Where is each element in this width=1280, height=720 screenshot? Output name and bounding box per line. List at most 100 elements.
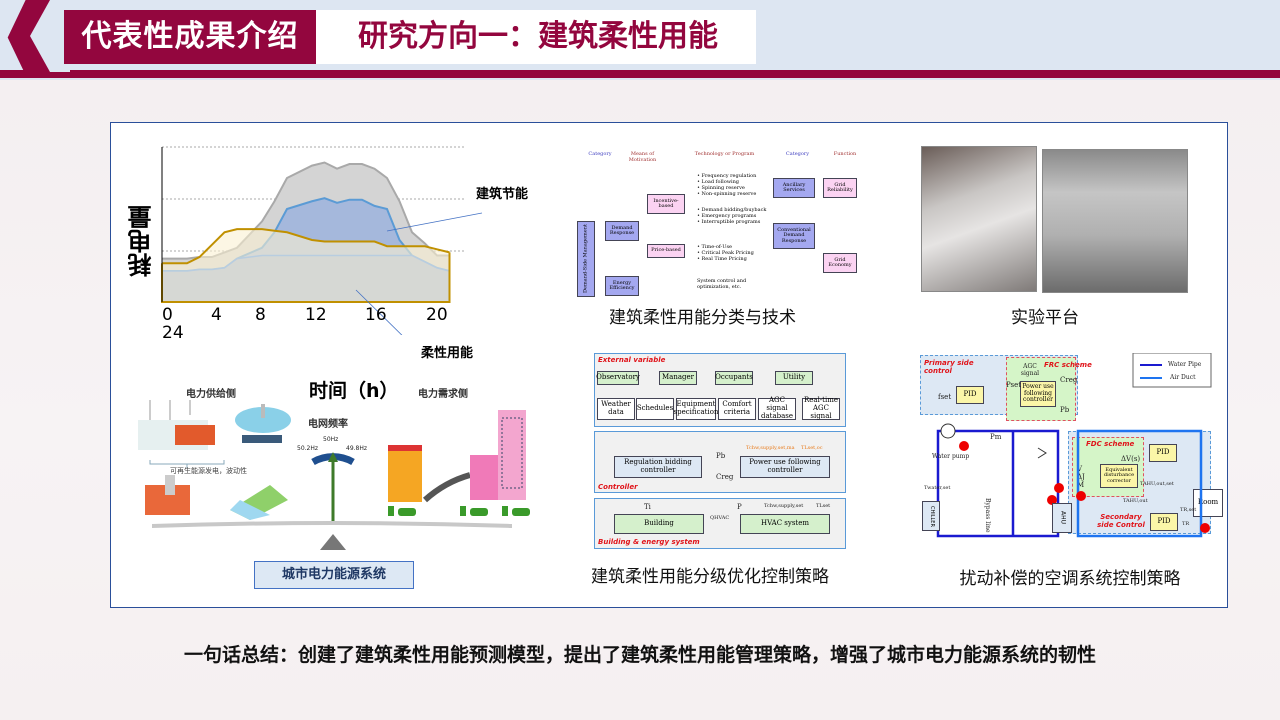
symbol-creg: Creg xyxy=(716,473,734,481)
tech-item: • Time-of-Use xyxy=(697,244,732,250)
urban-energy-system-label: 城市电力能源系统 xyxy=(254,561,414,589)
freq-left: 50.2Hz xyxy=(297,445,319,452)
symbol-tahu: TAHU,out xyxy=(1123,498,1148,504)
secondary-label: Secondary side Control xyxy=(1097,513,1145,529)
symbol-trset: TR,set xyxy=(1180,507,1197,513)
x-axis-label: 时间（h） xyxy=(309,380,399,402)
dsm-header: Function xyxy=(833,151,857,157)
x-tick: 0 xyxy=(162,305,173,325)
source-box: Occupants xyxy=(715,371,753,385)
legend-box xyxy=(1132,353,1212,388)
grid-reliability-box: Grid Reliability xyxy=(823,178,857,198)
hvac-power-controller: Power use following controller xyxy=(1020,381,1056,407)
tech-item: • Spinning reserve xyxy=(697,185,745,191)
header-band xyxy=(0,70,1280,78)
renewable-note: 可再生能源发电，波动性 xyxy=(170,467,247,475)
x-tick: 12 xyxy=(305,305,327,325)
controller-label: Controller xyxy=(598,483,638,491)
symbol-pset: Pset xyxy=(1006,381,1022,389)
hydro-plant-icon xyxy=(230,485,288,520)
source-box: Manager xyxy=(659,371,697,385)
legend-water: Water Pipe xyxy=(1168,361,1202,368)
symbol-tchw-ma: Tchw,supply,set,ma xyxy=(746,445,795,451)
annotation-saving: 建筑节能 xyxy=(476,187,529,202)
regulation-bidding-controller: Regulation bidding controller xyxy=(614,456,702,478)
freq-right: 49.8Hz xyxy=(346,445,368,452)
tech-item: System control and xyxy=(697,278,747,284)
x-tick: 16 xyxy=(365,305,387,325)
dsm-header: Category xyxy=(588,151,612,157)
symbol-p: P xyxy=(737,503,742,511)
sensor-p-icon xyxy=(959,441,969,451)
solar-plant-icon xyxy=(235,404,291,443)
input-box: Real-time AGC signal xyxy=(802,396,840,420)
symbol-pb: Pb xyxy=(716,452,726,460)
external-label: External variable xyxy=(598,356,666,364)
freq-center: 50Hz xyxy=(323,436,339,443)
base-load-area xyxy=(162,255,450,302)
tech-item: • Frequency regulation xyxy=(697,173,757,179)
tech-item: optimization, etc. xyxy=(697,284,742,290)
pid-primary: PID xyxy=(956,386,984,404)
symbol-tlset-oc: TLset,oc xyxy=(801,445,823,451)
building-box: Building xyxy=(614,514,704,534)
tech-item: • Real Time Pricing xyxy=(697,256,747,262)
symbol-tchw: Tchw,supply,set xyxy=(764,503,804,509)
symbol-v: V xyxy=(1077,465,1083,473)
balance-beam xyxy=(152,521,512,528)
input-box: AGC signal database xyxy=(758,397,796,420)
hvac-control-diagram: Primary side control FRC scheme PID Powe… xyxy=(918,353,1223,543)
conventional-box: Conventional Demand Response xyxy=(773,223,815,249)
symbol-ti: Ti xyxy=(644,503,651,511)
symbol-tr: TR xyxy=(1182,521,1190,527)
platform-photo-1 xyxy=(921,146,1037,292)
symbol-tahu-set: TAHU,out,set xyxy=(1140,481,1174,487)
symbol-dj: ΔJ xyxy=(1077,473,1085,481)
source-box: Utility xyxy=(775,371,813,385)
grid-frequency-label: 电网频率 xyxy=(308,419,348,430)
input-box: Comfort criteria xyxy=(718,398,756,420)
incentive-box: Incentive-based xyxy=(647,194,685,214)
source-box: Observatory xyxy=(596,371,640,385)
dsm-header: Technology or Program xyxy=(694,151,755,157)
demand-side-label: 电力需求侧 xyxy=(418,389,468,400)
hvac-caption: 扰动补偿的空调系统控制策略 xyxy=(959,569,1181,589)
pid-room: PID xyxy=(1150,513,1178,531)
ev-charging-icons xyxy=(388,506,530,516)
pid-ahu: PID xyxy=(1149,444,1177,462)
summary-text: 一句话总结：创建了建筑柔性用能预测模型，提出了建筑柔性用能管理策略，增强了城市电… xyxy=(183,644,1096,666)
legend-air: Air Duct xyxy=(1170,374,1196,381)
frc-label: FRC scheme xyxy=(1044,361,1092,369)
section-tag: 代表性成果介绍 xyxy=(64,10,316,64)
x-tick-24: 24 xyxy=(162,323,184,343)
tech-item: • Demand bidding/buyback xyxy=(697,207,767,213)
price-box: Price-based xyxy=(647,244,685,258)
tech-list-2: • Demand bidding/buyback• Emergency prog… xyxy=(697,207,766,225)
symbol-m: M xyxy=(1077,481,1085,489)
symbol-creg-hvac: Creg xyxy=(1060,376,1078,384)
agc-signal-label: AGC signal xyxy=(1020,363,1040,377)
tech-item: • Interruptible programs xyxy=(697,219,761,225)
frequency-pointer-head xyxy=(328,452,338,462)
water-pump-label: Water pump xyxy=(932,453,970,460)
platform-photo-2 xyxy=(1042,149,1188,293)
buildings-icon xyxy=(388,410,526,503)
input-box: Equipment specification xyxy=(674,398,718,420)
hierarchical-control-diagram: External variable Observatory Manager Occu… xyxy=(594,353,846,549)
y-axis-label: 耗电量 xyxy=(128,205,156,277)
input-box: Schedules xyxy=(636,398,674,420)
energy-efficiency-box: Energy Efficiency xyxy=(605,276,639,296)
symbol-dv: ΔV(s) xyxy=(1121,455,1141,463)
dsm-header: Category xyxy=(785,151,810,157)
annotation-leader xyxy=(355,289,403,335)
disturbance-corrector-box: Equivalent disturbance corrector xyxy=(1100,464,1138,488)
symbol-pm: Pm xyxy=(990,433,1002,441)
pump-icon xyxy=(940,423,956,439)
balance-fulcrum xyxy=(320,534,346,550)
thermal-plant-icon xyxy=(145,475,190,515)
tech-item: • Load following xyxy=(697,179,740,185)
load-curve-chart xyxy=(161,146,483,335)
tech-item: • Critical Peak Pricing xyxy=(697,250,754,256)
room-box: Room xyxy=(1193,489,1223,517)
